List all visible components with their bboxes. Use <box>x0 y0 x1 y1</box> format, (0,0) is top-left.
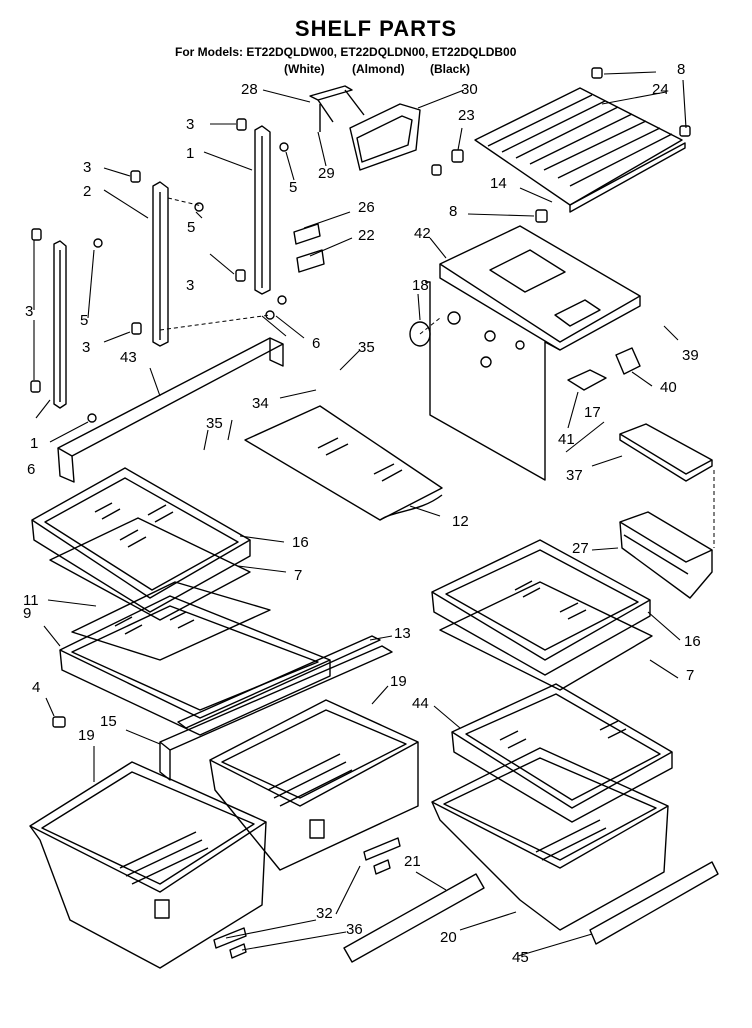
rail-clips <box>30 118 247 393</box>
crisper-drawer-left-part-19 <box>29 761 267 969</box>
callout-3e: 3 <box>82 339 90 356</box>
callout-15: 15 <box>100 713 117 730</box>
diagram-title: SHELF PARTS <box>294 16 458 41</box>
crisper-drawer-right <box>431 747 669 931</box>
callout-3b: 3 <box>83 159 91 176</box>
callout-3d: 3 <box>25 303 33 320</box>
screw-part-4 <box>52 716 66 728</box>
glass-panel-part-11 <box>71 581 271 661</box>
callout-numbers: 28 30 8 24 23 3 1 29 5 14 3 2 26 8 22 42… <box>23 61 701 966</box>
assembly-guides <box>159 197 715 548</box>
callout-30: 30 <box>461 81 478 98</box>
shelf-rail-left <box>53 240 67 409</box>
callout-28: 28 <box>241 81 258 98</box>
glass-shelf-right-part-16 <box>431 539 651 676</box>
shelf-frame-right-part-7 <box>439 581 653 691</box>
callout-8: 8 <box>677 61 685 78</box>
callout-8b: 8 <box>449 203 457 220</box>
callout-32: 32 <box>316 905 333 922</box>
callout-35b: 35 <box>206 415 223 432</box>
door-bin-part-27 <box>619 511 713 599</box>
callout-41: 41 <box>558 431 575 448</box>
callout-1a: 1 <box>186 145 194 162</box>
callout-26: 26 <box>358 199 375 216</box>
callout-14: 14 <box>490 175 507 192</box>
callout-24: 24 <box>652 81 669 98</box>
leader-lines <box>33 71 687 957</box>
callout-5c: 5 <box>80 312 88 329</box>
shelf-rail-middle <box>152 181 169 347</box>
callout-20: 20 <box>440 929 457 946</box>
callout-19b: 19 <box>78 727 95 744</box>
callout-12: 12 <box>452 513 469 530</box>
callout-1b: 1 <box>30 435 38 452</box>
crisper-rail-part-13 <box>177 635 381 729</box>
callout-44: 44 <box>412 695 429 712</box>
callout-6a: 6 <box>312 335 320 352</box>
callout-5b: 5 <box>187 219 195 236</box>
model-list: For Models: ET22DQLDW00, ET22DQLDN00, ET… <box>175 45 517 59</box>
shelf-frame-left-part-7 <box>49 517 251 621</box>
callout-39: 39 <box>682 347 699 364</box>
callout-13: 13 <box>394 625 411 642</box>
color-white: (White) <box>284 62 325 76</box>
callout-5a: 5 <box>289 179 297 196</box>
control-housing-part-42 <box>409 225 641 481</box>
drawer-handle-parts <box>213 837 401 959</box>
callout-3a: 3 <box>186 116 194 133</box>
crisper-drawer-middle-part-19 <box>209 699 419 871</box>
shelf-stop-parts <box>431 149 548 223</box>
callout-9: 9 <box>23 605 31 622</box>
callout-42: 42 <box>414 225 431 242</box>
slide-shelf-part-12 <box>244 405 443 521</box>
callout-11: 11 <box>23 592 39 609</box>
callout-4: 4 <box>32 679 40 696</box>
callout-29: 29 <box>318 165 335 182</box>
callout-36: 36 <box>346 921 363 938</box>
callout-7a: 7 <box>294 567 302 584</box>
glass-shelf-left-part-16 <box>31 467 251 613</box>
bracket-part-28 <box>309 85 365 132</box>
callout-43: 43 <box>120 349 137 366</box>
trim-tube-part-21 <box>343 873 485 963</box>
callout-35a: 35 <box>358 339 375 356</box>
callout-16a: 16 <box>292 534 309 551</box>
callout-7b: 7 <box>686 667 694 684</box>
tilt-bin-part-30 <box>349 103 421 171</box>
callout-16b: 16 <box>684 633 701 650</box>
callout-21: 21 <box>404 853 421 870</box>
callout-2: 2 <box>83 183 91 200</box>
crisper-rail-part-15 <box>159 645 393 781</box>
rail-screws <box>87 142 289 423</box>
crisper-cover-frame-part-9 <box>59 595 331 736</box>
callout-6b: 6 <box>27 461 35 478</box>
callout-3c: 3 <box>186 277 194 294</box>
callout-34: 34 <box>252 395 269 412</box>
door-bin-lid-part-37 <box>619 423 713 482</box>
trim-tube-part-45 <box>589 861 719 945</box>
color-almond: (Almond) <box>352 62 405 76</box>
wire-shelf-part-24 <box>474 67 691 213</box>
label-plates <box>293 223 325 273</box>
glass-shelf-right-part-44 <box>451 683 673 823</box>
callout-19a: 19 <box>390 673 407 690</box>
callout-17: 17 <box>584 404 601 421</box>
callout-27: 27 <box>572 540 589 557</box>
callout-40: 40 <box>660 379 677 396</box>
shelf-rail-right <box>254 125 271 295</box>
callout-23: 23 <box>458 107 475 124</box>
callout-37: 37 <box>566 467 583 484</box>
callout-45: 45 <box>512 949 529 966</box>
callout-18: 18 <box>412 277 429 294</box>
shelf-trim-part-43 <box>57 337 284 483</box>
color-black: (Black) <box>430 62 471 76</box>
callout-22: 22 <box>358 227 375 244</box>
